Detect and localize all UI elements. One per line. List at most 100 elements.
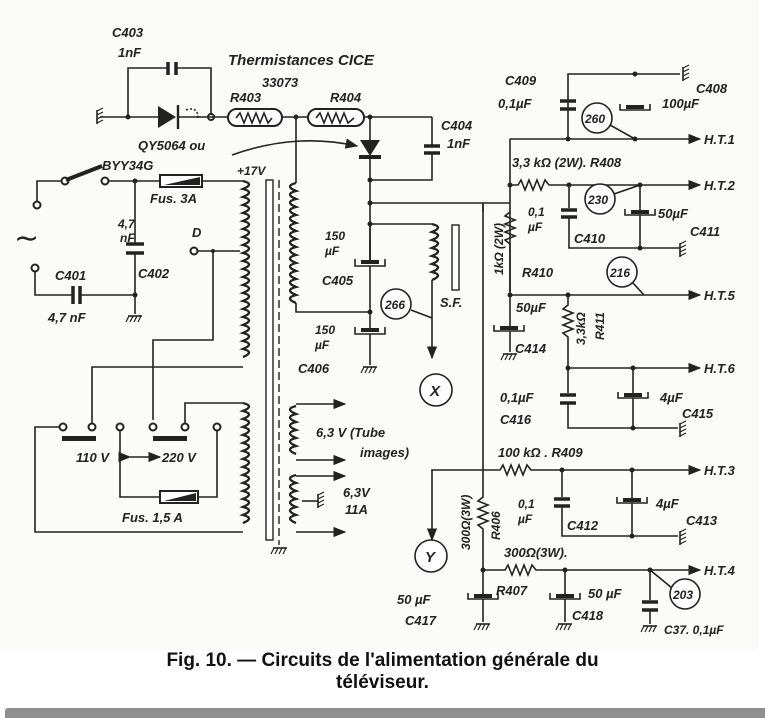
c413-value: 4µF [655, 496, 680, 511]
c409-label: C409 [505, 73, 537, 88]
diode-alt-label: BYY34G [102, 158, 153, 173]
c408-capacitor [619, 104, 651, 111]
ground-icon [96, 107, 104, 125]
c405-value-b: µF [324, 244, 340, 258]
mains-transformer [239, 179, 300, 545]
c405-label: C405 [322, 273, 354, 288]
c412-capacitor [554, 470, 678, 537]
c410-value-b: µF [527, 220, 543, 234]
r408-label: 3,3 kΩ (2W). R408 [512, 155, 622, 170]
heater2-label-b: 11A [345, 502, 368, 517]
ground-icon [682, 64, 690, 82]
c403-value: 1nF [118, 45, 142, 60]
c406-value-a: 150 [315, 323, 335, 337]
r409-label: 100 kΩ . R409 [498, 445, 583, 460]
ac-source-icon: ∼ [14, 222, 39, 255]
r407-label: R407 [496, 583, 528, 598]
c414-value: 50µF [516, 300, 547, 315]
test-point-216-label: 216 [609, 266, 630, 280]
c37-label: C37. 0,1µF [664, 623, 724, 637]
fuse-1-5a-label: Fus. 1,5 A [122, 510, 183, 525]
ground-icon [270, 547, 288, 555]
c404-label: C404 [441, 118, 473, 133]
c408-label: C408 [696, 81, 728, 96]
output-node-x-label: X [429, 383, 441, 400]
c416-value: 0,1µF [500, 390, 535, 405]
output-node-x [419, 373, 453, 407]
v17-label: +17V [237, 164, 266, 178]
test-point-230-label: 230 [587, 193, 608, 207]
ht2-label: H.T.2 [704, 178, 736, 193]
c417-label: C417 [405, 613, 437, 628]
test-point-203-label: 203 [672, 588, 693, 602]
c403-capacitor [127, 62, 212, 117]
fuse-3a [159, 174, 203, 188]
c411-value: 50µF [658, 206, 689, 221]
figure-caption: Fig. 10. — Circuits de l'alimentation gé… [0, 650, 765, 694]
c412-label: C412 [567, 518, 599, 533]
output-node-y [414, 539, 448, 573]
v220-label: 220 V [161, 450, 197, 465]
diode-label: QY5064 ou [138, 138, 205, 153]
ground-icon [317, 491, 325, 509]
c412-value-b: µF [517, 512, 533, 526]
voltage-selector[interactable] [34, 366, 243, 533]
c418-label: C418 [572, 608, 604, 623]
c37-capacitor [642, 570, 658, 624]
test-point-260-label: 260 [584, 112, 605, 126]
heater2-label-a: 6,3V [343, 485, 371, 500]
c402-value-b: nF [120, 231, 135, 245]
r406-label: R406 [489, 511, 503, 540]
thermistor-r403 [227, 108, 283, 127]
caption-line-2: téléviseur. [336, 672, 429, 693]
scan-border-bar [5, 708, 765, 718]
c413-capacitor [616, 470, 648, 536]
ht1-label: H.T.1 [704, 132, 735, 147]
v110-label: 110 V [76, 450, 110, 465]
mains-switch[interactable] [32, 164, 110, 210]
c417-capacitor [467, 570, 499, 622]
caption-line-1: Fig. 10. — Circuits de l'alimentation gé… [166, 650, 599, 671]
c408-value: 100µF [662, 96, 700, 111]
ground-icon [125, 315, 143, 323]
test-point-216 [606, 256, 638, 288]
c415-value: 4µF [659, 390, 684, 405]
thermistor-r404 [307, 108, 365, 127]
test-point-260 [581, 102, 613, 134]
r410-label: R410 [522, 265, 554, 280]
test-point-203 [669, 578, 701, 610]
c404-capacitor [370, 117, 440, 181]
c415-label: C415 [682, 406, 714, 421]
r410-value: 1kΩ (2W) [492, 223, 506, 275]
filter-choke-sf [428, 222, 460, 291]
c416-label: C416 [500, 412, 532, 427]
output-node-y-label: Y [425, 549, 437, 566]
c401-label: C401 [55, 268, 86, 283]
power-supply-schematic: C403 1nF QY5064 ou Thermistances CICE 33… [14, 25, 736, 637]
heater1-label-b: images) [360, 445, 409, 460]
c409-value: 0,1µF [498, 96, 533, 111]
ht3-label: H.T.3 [704, 463, 736, 478]
ground-icon [679, 240, 687, 258]
ground-icon [360, 366, 378, 374]
r403-label: R403 [230, 90, 262, 105]
c417-value: 50 µF [397, 592, 432, 607]
test-point-266-label: 266 [384, 298, 405, 312]
ground-icon [473, 623, 491, 631]
c406-label: C406 [298, 361, 330, 376]
sf-label: S.F. [440, 295, 462, 310]
c410-label: C410 [574, 231, 606, 246]
c402-label: C402 [138, 266, 170, 281]
r407-value: 300Ω(3W). [504, 545, 568, 560]
c410-value-a: 0,1 [528, 205, 545, 219]
c403-label: C403 [112, 25, 144, 40]
fuse-3a-label: Fus. 3A [150, 191, 197, 206]
c410-capacitor [561, 185, 680, 249]
c406-value-b: µF [314, 338, 330, 352]
test-point-230 [584, 183, 616, 215]
c405-value-a: 150 [325, 229, 345, 243]
thermistances-label: Thermistances CICE [228, 52, 375, 69]
heater1-label-a: 6,3 V (Tube [316, 425, 385, 440]
c405-capacitor [354, 224, 386, 312]
c418-capacitor [549, 570, 581, 622]
